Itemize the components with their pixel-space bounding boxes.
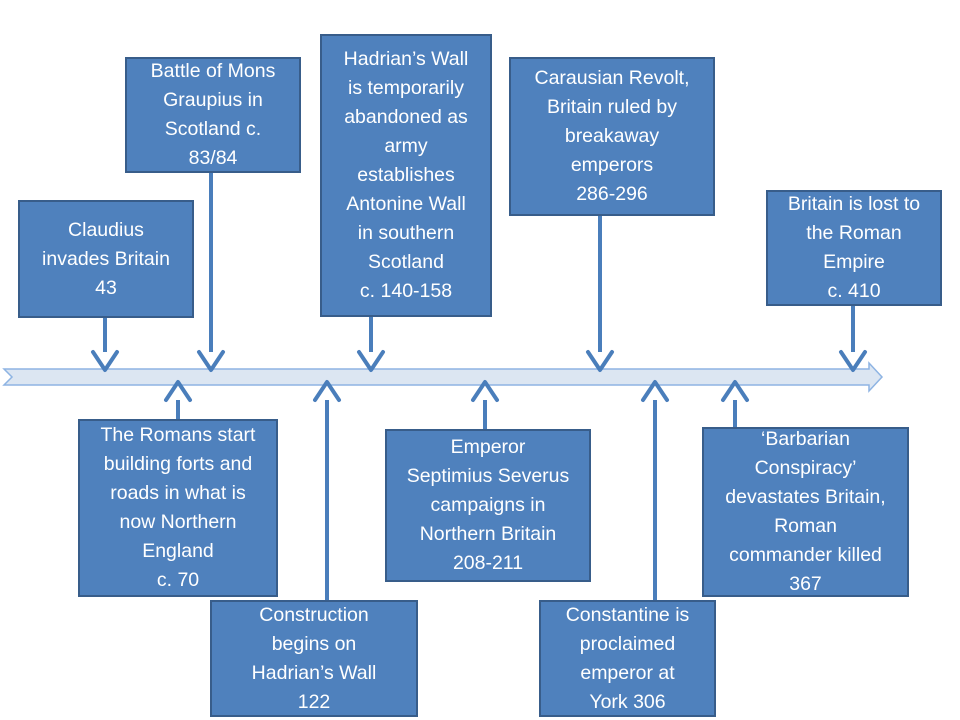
event-line: Emperor: [450, 436, 526, 458]
event-text: Claudius invades Britain 43: [24, 216, 188, 303]
event-text: Constantine is proclaimed emperor at Yor…: [545, 601, 710, 717]
connector-barbarian-conspiracy: [721, 380, 749, 427]
event-line: Battle of Mons: [150, 60, 276, 82]
event-line: The Romans start: [100, 424, 256, 446]
event-severus: Emperor Septimius Severus campaigns in N…: [385, 429, 591, 582]
event-date: York 306: [589, 690, 666, 713]
event-line: Hadrian’s Wall: [343, 48, 469, 70]
event-line: establishes: [357, 164, 455, 186]
arrowhead-icon: [471, 380, 499, 402]
event-text: Britain is lost to the Roman Empire c. 4…: [772, 190, 936, 306]
event-line: Scotland: [368, 251, 444, 273]
connector-antonine-wall: [357, 317, 385, 372]
connector-britain-lost: [839, 306, 867, 372]
arrowhead-icon: [641, 380, 669, 402]
event-date: 286-296: [576, 183, 648, 205]
event-line: Construction: [259, 603, 369, 626]
event-date: c. 140-158: [359, 280, 453, 302]
event-text: Carausian Revolt, Britain ruled by break…: [515, 64, 709, 209]
event-line: Graupius in: [163, 89, 263, 111]
event-date: 43: [95, 276, 117, 299]
event-date: 367: [789, 573, 822, 595]
event-date: 83/84: [188, 147, 238, 169]
event-mons-graupius: Battle of Mons Graupius in Scotland c. 8…: [125, 57, 301, 173]
event-britain-lost: Britain is lost to the Roman Empire c. 4…: [766, 190, 942, 306]
connector-mons-graupius: [197, 173, 225, 372]
event-text: The Romans start building forts and road…: [84, 421, 272, 595]
event-line: Scotland c.: [164, 118, 262, 140]
event-hadrians-wall-construction: Construction begins on Hadrian’s Wall 12…: [210, 600, 418, 717]
event-line: Empire: [823, 251, 885, 273]
event-line: Conspiracy’: [754, 457, 857, 479]
arrowhead-icon: [91, 350, 119, 372]
arrowhead-icon: [839, 350, 867, 372]
event-line: devastates Britain,: [725, 486, 886, 508]
event-line: Antonine Wall: [346, 193, 466, 215]
event-text: Construction begins on Hadrian’s Wall 12…: [216, 601, 412, 717]
event-line: army: [384, 135, 428, 157]
event-line: commander killed: [729, 544, 882, 566]
connector-constantine: [641, 380, 669, 600]
connectors: [91, 173, 867, 600]
arrowhead-icon: [357, 350, 385, 372]
event-line: now Northern: [119, 511, 237, 533]
connector-severus: [471, 380, 499, 429]
event-line: Carausian Revolt,: [534, 67, 690, 89]
event-line: Constantine is: [565, 603, 690, 626]
event-line: emperors: [570, 154, 654, 176]
event-line: invades Britain: [42, 247, 170, 270]
arrowhead-icon: [313, 380, 341, 402]
event-line: Septimius Severus: [406, 465, 570, 487]
event-line: campaigns in: [430, 494, 546, 516]
event-line: Britain ruled by: [546, 96, 678, 118]
event-line: abandoned as: [344, 106, 468, 128]
event-line: Britain is lost to: [787, 193, 921, 215]
event-line: emperor at: [580, 661, 675, 684]
event-line: proclaimed: [579, 632, 676, 655]
event-text: Hadrian’s Wall is temporarily abandoned …: [326, 45, 486, 306]
event-line: in southern: [357, 222, 455, 244]
event-constantine: Constantine is proclaimed emperor at Yor…: [539, 600, 716, 717]
event-line: roads in what is: [110, 482, 246, 504]
event-text: ‘Barbarian Conspiracy’ devastates Britai…: [708, 425, 903, 599]
event-line: ‘Barbarian: [761, 428, 850, 450]
connector-claudius: [91, 318, 119, 372]
event-line: begins on: [271, 632, 357, 655]
event-text: Emperor Septimius Severus campaigns in N…: [391, 433, 585, 578]
event-line: Roman: [774, 515, 837, 537]
event-line: Northern Britain: [419, 523, 557, 545]
event-text: Battle of Mons Graupius in Scotland c. 8…: [131, 57, 295, 173]
event-date: 208-211: [452, 552, 524, 574]
event-line: England: [142, 540, 214, 562]
event-date: c. 70: [156, 569, 200, 591]
event-line: Claudius: [68, 218, 144, 241]
event-line: the Roman: [806, 222, 902, 244]
arrowhead-icon: [197, 350, 225, 372]
event-barbarian-conspiracy: ‘Barbarian Conspiracy’ devastates Britai…: [702, 427, 909, 597]
connector-forts-roads: [164, 380, 192, 419]
connector-hadrians-wall-construction: [313, 380, 341, 600]
event-line: Hadrian’s Wall: [251, 661, 377, 684]
timeline-arrow: [2, 361, 884, 393]
arrowhead-icon: [164, 380, 192, 402]
connector-carausian-revolt: [586, 216, 614, 372]
event-claudius: Claudius invades Britain 43: [18, 200, 194, 318]
arrowhead-icon: [586, 350, 614, 372]
event-date: 122: [297, 690, 331, 713]
event-date: c. 410: [827, 280, 881, 302]
event-line: is temporarily: [348, 77, 464, 99]
event-line: building forts and: [103, 453, 253, 475]
event-forts-roads: The Romans start building forts and road…: [78, 419, 278, 597]
event-carausian-revolt: Carausian Revolt, Britain ruled by break…: [509, 57, 715, 216]
event-antonine-wall: Hadrian’s Wall is temporarily abandoned …: [320, 34, 492, 317]
arrowhead-icon: [721, 380, 749, 402]
event-line: breakaway: [564, 125, 660, 147]
